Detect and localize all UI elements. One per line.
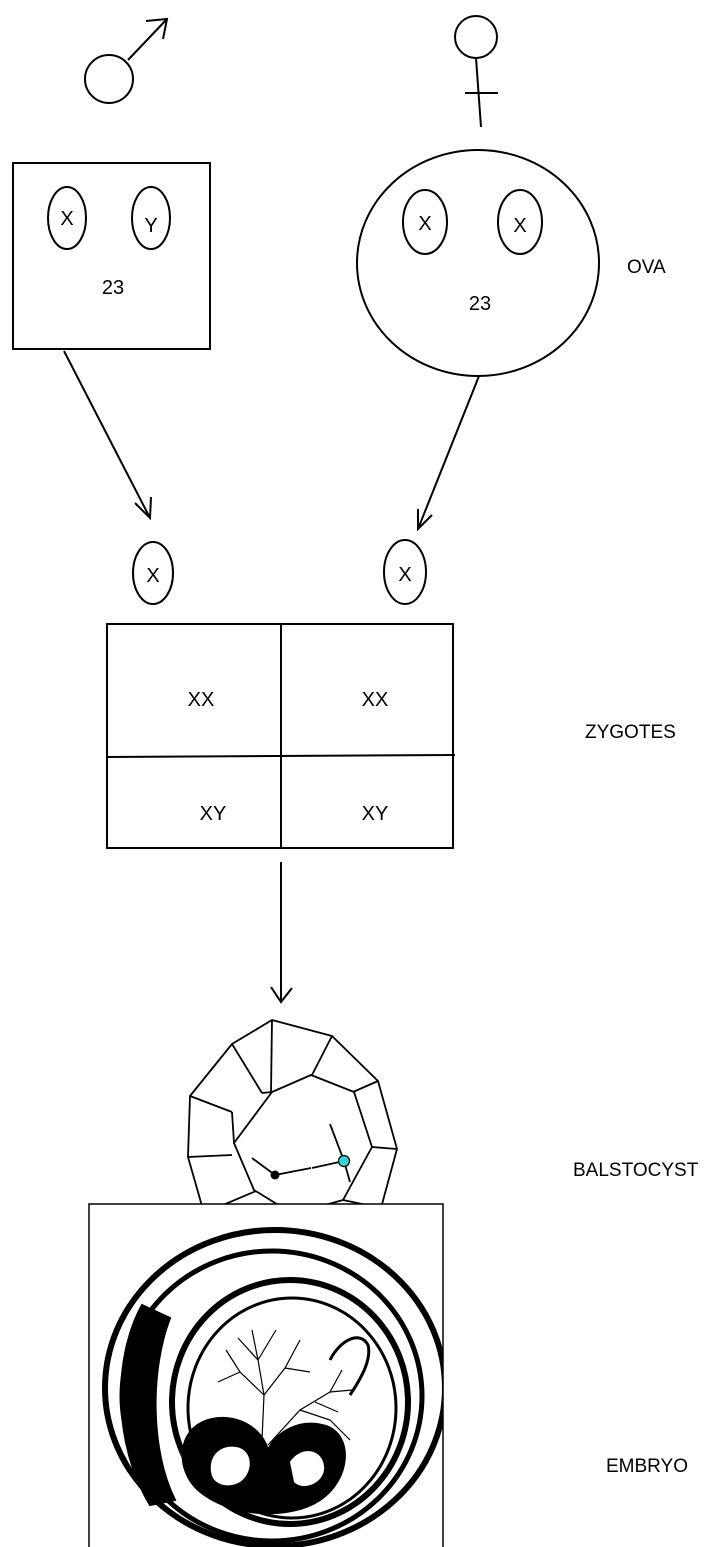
ova-label: OVA xyxy=(627,257,666,278)
embryo-image xyxy=(88,1203,444,1547)
ovum-cell: X X 23 xyxy=(356,149,600,377)
gamete-x-left: X xyxy=(132,541,174,605)
embryo-label: EMBRYO xyxy=(606,1456,688,1477)
chromosome-x-male-label: X xyxy=(60,208,73,230)
blastocyst-label: BALSTOCYST xyxy=(573,1160,699,1181)
gamete-x-left-label: X xyxy=(146,565,159,587)
zygote-cell-3: XY xyxy=(200,803,227,825)
blastocyst-cyan-dot xyxy=(337,1154,351,1168)
chromosome-y-male-label: Y xyxy=(144,215,157,237)
arrow-from-sperm xyxy=(63,350,152,521)
gamete-x-right: X xyxy=(383,539,427,605)
sperm-cell: X Y 23 xyxy=(12,162,211,350)
chromosome-x-male xyxy=(47,186,87,250)
male-symbol-icon xyxy=(84,17,169,104)
female-symbol-icon xyxy=(454,15,498,128)
male-chromosome-count: 23 xyxy=(102,277,124,299)
zygote-cell-1: XX xyxy=(188,689,215,711)
gamete-x-right-label: X xyxy=(398,564,411,586)
arrow-from-ovum xyxy=(417,375,480,532)
blastocyst-black-dot xyxy=(270,1170,280,1180)
zygote-cell-4: XY xyxy=(362,803,389,825)
zygote-cell-2: XX xyxy=(362,689,389,711)
zygotes-label: ZYGOTES xyxy=(585,722,676,743)
chromosome-x-female-1 xyxy=(402,189,448,255)
chromosome-x-female-1-label: X xyxy=(418,213,431,235)
arrow-to-blastocyst xyxy=(270,862,293,1004)
chromosome-y-male xyxy=(131,186,171,250)
chromosome-x-female-2-label: X xyxy=(513,215,526,237)
zygote-grid: XX XX XY XY xyxy=(106,623,456,849)
chromosome-x-female-2 xyxy=(497,189,543,255)
female-chromosome-count: 23 xyxy=(469,293,491,315)
